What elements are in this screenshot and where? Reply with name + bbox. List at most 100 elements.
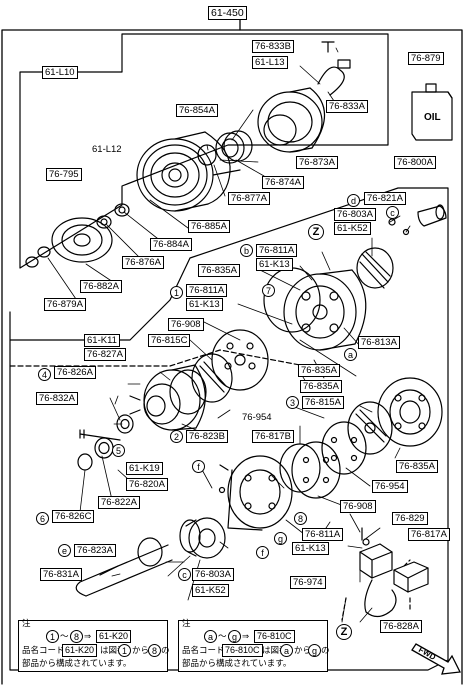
- label-76-908-1: 76-908: [168, 318, 204, 331]
- note-right-marker-a2: a: [280, 644, 293, 657]
- marker-a: a: [344, 348, 357, 361]
- label-76-817A: 76-817A: [408, 528, 450, 541]
- oil-can: [411, 83, 453, 141]
- label-76-832A: 76-832A: [36, 392, 78, 405]
- label-76-813A: 76-813A: [358, 336, 400, 349]
- swash: [356, 247, 394, 289]
- marker-7: 7: [262, 284, 275, 297]
- marker-c: c: [386, 206, 399, 219]
- label-76-820A: 76-820A: [126, 478, 168, 491]
- marker-4: 4: [38, 368, 51, 381]
- label-61-450: 61-450: [208, 6, 247, 20]
- marker-d: d: [347, 194, 360, 207]
- coil-ring: [263, 114, 297, 146]
- marker-e: e: [58, 544, 71, 557]
- label-61-L13: 61-L13: [252, 56, 288, 69]
- marker-f-2: f: [256, 546, 269, 559]
- drive-pulley: [179, 517, 226, 559]
- harness-dash: [341, 559, 411, 621]
- note-left-code2: 61-K20: [62, 644, 98, 657]
- note-left-marker-1: 1: [46, 630, 59, 643]
- label-76-908-2: 76-908: [340, 500, 376, 513]
- label-76-811A-1: 76-811A: [186, 284, 228, 297]
- note-left-end: の: [161, 645, 170, 655]
- note-left-marker-1b: 1: [118, 644, 131, 657]
- group-frame-inner: [9, 349, 301, 367]
- pulley-face: [136, 138, 214, 212]
- label-76-795: 76-795: [46, 168, 82, 181]
- label-76-811A-8: 76-811A: [302, 528, 344, 541]
- marker-8: 8: [294, 512, 307, 525]
- felt: [77, 453, 93, 471]
- valve-plate-front: [191, 329, 269, 403]
- label-61-K13-8: 61-K13: [292, 542, 329, 555]
- note-right-code2: 76-810C: [222, 644, 263, 657]
- marker-3: 3: [286, 396, 299, 409]
- note-right-marker-g2: g: [308, 644, 321, 657]
- label-76-873A: 76-873A: [296, 156, 338, 169]
- note-right-prefix: 品名コード: [182, 645, 225, 655]
- valve-cylinder: [417, 205, 447, 227]
- label-61-K52: 61-K52: [334, 222, 371, 235]
- note-left-arrow: ⇒: [84, 631, 92, 641]
- note-left-marker-8: 8: [70, 630, 83, 643]
- note-left-marker-8b: 8: [148, 644, 161, 657]
- label-76-885A: 76-885A: [188, 220, 230, 233]
- label-61-K52-c: 61-K52: [192, 584, 229, 597]
- note-left-mid: から: [132, 645, 150, 655]
- note-left-head: 注: [22, 618, 31, 628]
- marker-2: 2: [170, 430, 183, 443]
- label-76-811A-b: 76-811A: [256, 244, 298, 257]
- hub-plate: [51, 217, 113, 263]
- label-76-833A: 76-833A: [326, 100, 368, 113]
- group-bracket-61-450: [239, 17, 463, 685]
- note-right-mid: から: [294, 645, 312, 655]
- note-right-arrow: ⇒: [242, 631, 250, 641]
- note-right-marker-g: g: [228, 630, 241, 643]
- note-right-head: 注: [182, 618, 191, 628]
- note-right-marker-a: a: [204, 630, 217, 643]
- washer2: [96, 215, 112, 229]
- label-76-879A: 76-879A: [44, 298, 86, 311]
- harness-wire: [364, 579, 397, 618]
- front-head: [129, 364, 207, 431]
- label-76-831A: 76-831A: [40, 568, 82, 581]
- label-76-835A-3: 76-835A: [300, 380, 342, 393]
- label-76-833B: 76-833B: [252, 40, 294, 53]
- label-76-823A: 76-823A: [74, 544, 116, 557]
- note-left-prefix: 品名コード: [22, 645, 65, 655]
- magnetic-clutch-group: [25, 41, 351, 268]
- label-76-827A: 76-827A: [84, 348, 126, 361]
- label-61-K11: 61-K11: [84, 334, 120, 347]
- label-76-815A: 76-815A: [302, 396, 344, 409]
- label-61-L10: 61-L10: [42, 66, 78, 79]
- label-76-800A: 76-800A: [394, 156, 436, 169]
- label-76-821A: 76-821A: [364, 192, 406, 205]
- marker-6: 6: [36, 512, 49, 525]
- label-76-826C: 76-826C: [52, 510, 95, 523]
- cylinder-block: [283, 247, 394, 351]
- note-right-tilde: ～: [218, 631, 227, 641]
- label-61-L12: 61-L12: [92, 144, 122, 155]
- label-76-803A-c: 76-803A: [192, 568, 234, 581]
- note-right-suffix: は図番: [262, 645, 288, 655]
- label-61-K13-1: 61-K13: [186, 298, 223, 311]
- label-76-822A: 76-822A: [98, 496, 140, 509]
- marker-1: 1: [170, 286, 183, 299]
- label-76-835A-a: 76-835A: [298, 364, 340, 377]
- note-left-line2: 部品から構成されています。: [22, 658, 132, 668]
- note-right-end: の: [321, 645, 330, 655]
- label-76-835A-1: 76-835A: [198, 264, 240, 277]
- label-61-K19: 61-K19: [126, 462, 163, 475]
- label-76-854A: 76-854A: [176, 104, 218, 117]
- washer1: [114, 203, 130, 217]
- label-76-829: 76-829: [392, 512, 428, 525]
- marker-c-2: c: [178, 568, 191, 581]
- label-76-879: 76-879: [408, 52, 444, 65]
- rear-valve: [347, 401, 393, 455]
- shaft-main: [79, 544, 173, 597]
- label-76-874A: 76-874A: [262, 176, 304, 189]
- marker-g: g: [274, 532, 287, 545]
- label-76-803A: 76-803A: [334, 208, 376, 221]
- label-76-954-2: 76-954: [372, 480, 408, 493]
